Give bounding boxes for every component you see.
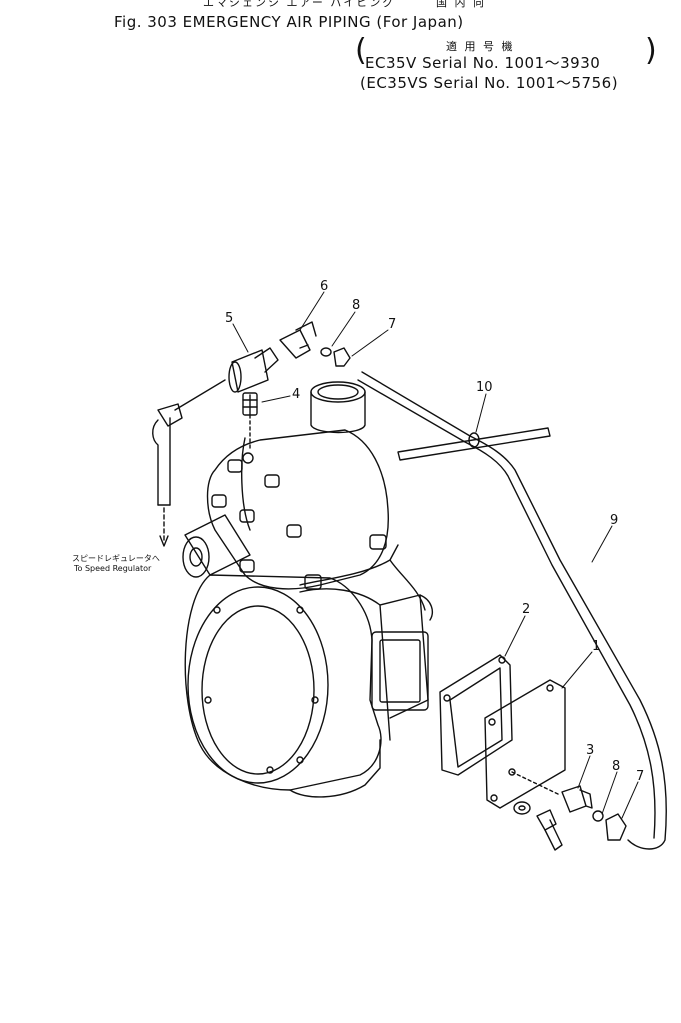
part-8-ring-lower [592, 810, 604, 822]
part-1-cover-plate [484, 679, 566, 809]
callout-7-upper: 7 [388, 317, 396, 332]
to-speed-regulator-label: To Speed Regulator [74, 564, 152, 573]
part-7-nut-upper [333, 347, 351, 367]
to-speed-regulator-japanese: スピードレギュレータへ [72, 554, 160, 563]
figure-title: Fig. 303 EMERGENCY AIR PIPING (For Japan… [114, 13, 464, 31]
part-8-ring-upper [320, 347, 332, 357]
part-2-gasket [439, 654, 513, 776]
serial-range-ec35vs-text: EC35VS Serial No. 1001～5756 [366, 74, 612, 92]
callout-8-upper: 8 [352, 298, 360, 313]
speed-regulator-hose [152, 403, 183, 547]
callout-1: 1 [592, 639, 600, 654]
flywheel-housing [184, 574, 433, 798]
callout-5: 5 [225, 311, 233, 326]
callout-10: 10 [476, 380, 493, 395]
part-7-nut-lower [605, 813, 627, 841]
left-bracket: ( [355, 33, 368, 68]
part-3-connector [511, 771, 593, 813]
title-japanese: エマジェンシ エアー パイピング [203, 0, 396, 9]
right-bracket: ) [645, 33, 658, 68]
pump-body [182, 429, 426, 611]
serial-range-ec35vs: (EC35VS Serial No. 1001～5756) [360, 74, 619, 92]
housing-bolts [211, 459, 387, 590]
callout-7-lower: 7 [636, 769, 644, 784]
callout-6: 6 [320, 279, 328, 294]
applicable-models-japanese: 適 用 号 機 [446, 40, 515, 53]
region-japanese: 国 内 向 [436, 0, 486, 9]
callout-8-lower: 8 [612, 759, 620, 774]
part-4-fitting [242, 392, 258, 464]
part-5-tee [174, 347, 279, 416]
part-6-elbow [279, 321, 317, 359]
air-pipe [357, 371, 667, 850]
callout-3: 3 [586, 743, 594, 758]
top-port-cap [310, 381, 366, 434]
callout-2: 2 [522, 602, 530, 617]
washer-and-bolt [513, 801, 563, 851]
leader-lines [232, 291, 639, 819]
callout-9: 9 [610, 513, 618, 528]
serial-range-ec35v: EC35V Serial No. 1001～3930 [365, 54, 601, 72]
callout-4: 4 [292, 387, 300, 402]
drive-shaft-boss [182, 514, 251, 578]
